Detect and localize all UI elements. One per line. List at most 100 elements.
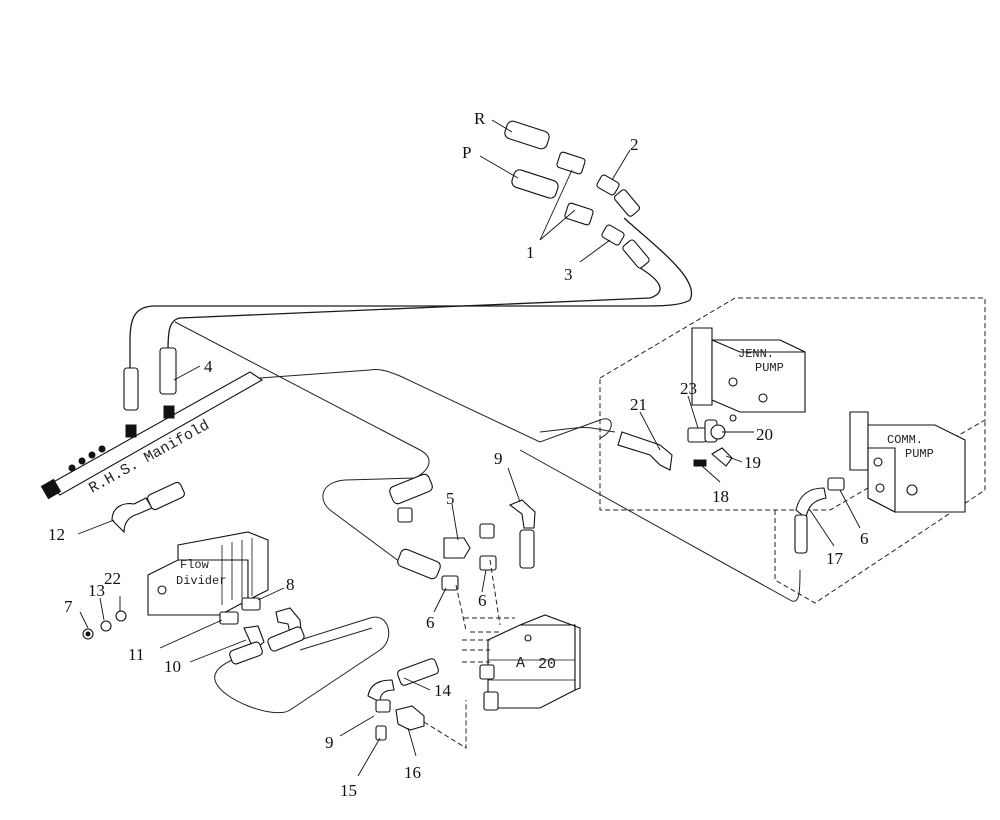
- tee-5-branch: [479, 523, 495, 539]
- leader-21: [639, 411, 661, 451]
- manifold-port-2: [78, 457, 86, 465]
- manifold-end-cap: [40, 478, 62, 500]
- washer-22: [115, 610, 127, 622]
- leader-10: [189, 639, 247, 663]
- control-valve: A 20: [455, 559, 581, 711]
- leader-6c: [839, 489, 861, 529]
- bolt-18: [693, 459, 707, 467]
- comm-pump: COMM. PUMP: [794, 411, 966, 554]
- flow-divider-label-1: Flow: [180, 558, 210, 572]
- leader-23: [687, 395, 699, 429]
- hose-end-12: [147, 481, 185, 511]
- leader-19: [725, 455, 743, 463]
- manifold-hose-end-right: [159, 347, 177, 395]
- fitting-17-hose-end: [794, 514, 808, 554]
- valve-spool-upper: [479, 664, 495, 680]
- fitting-5-adapter: [397, 507, 413, 523]
- valve-label-20: 20: [538, 656, 556, 673]
- hose-routes: [59, 217, 801, 714]
- fitting-21-hose-end: [617, 431, 673, 471]
- fitting-2: [596, 174, 620, 196]
- leader-4: [173, 365, 201, 381]
- jenn-pump-label-2: PUMP: [755, 361, 784, 375]
- callout-22: 22: [104, 569, 121, 588]
- elbow-12: [111, 497, 153, 534]
- tee-16: [395, 705, 425, 731]
- leader-7: [79, 611, 89, 629]
- fitting-23: [687, 427, 707, 443]
- manifold-adapter-left: [125, 424, 137, 438]
- hose-comm-pump: [519, 449, 801, 602]
- fitting-6-right: [479, 555, 497, 571]
- leader-12: [77, 519, 115, 535]
- callout-20: 20: [756, 425, 773, 444]
- hose-end-6: [397, 548, 441, 580]
- jenn-pump-label-1: JENN.: [738, 347, 774, 361]
- valve-sections: [488, 659, 575, 681]
- leader-13: [99, 597, 105, 621]
- hose-lower-loop: [214, 616, 390, 714]
- callout-10: 10: [164, 657, 181, 676]
- fitting-6-left: [441, 575, 459, 591]
- jenn-pump-enclosure: [599, 297, 986, 511]
- callout-16: 16: [404, 763, 421, 782]
- hose-end-9-upper: [519, 529, 535, 569]
- callout-14: 14: [434, 681, 452, 700]
- leader-r: [491, 119, 513, 133]
- callout-1: 1: [526, 243, 535, 262]
- callout-11: 11: [128, 645, 144, 664]
- leader-9a: [507, 467, 521, 503]
- callout-3: 3: [564, 265, 573, 284]
- callout-8: 8: [286, 575, 295, 594]
- callout-numbers: 1 2 3 4 5 6 6 6 7 8 9 9 10 11 12 13 14 1…: [48, 135, 869, 800]
- fitting-17-elbow: [795, 487, 827, 520]
- jenn-pump-flange: [691, 327, 713, 406]
- hose-end-5-upper: [389, 473, 433, 505]
- fitting-2-hose-end: [613, 189, 641, 217]
- coupler-r: [504, 120, 550, 150]
- comm-pump-plate: [867, 447, 896, 513]
- comm-pump-port-3: [906, 484, 918, 496]
- leader-6a: [433, 587, 447, 613]
- jenn-pump-port-1: [728, 377, 738, 387]
- callout-9b: 9: [325, 733, 334, 752]
- valve-side: [519, 614, 581, 691]
- leader-15: [357, 737, 381, 777]
- hose-return-main: [167, 267, 661, 353]
- comm-pump-label-1: COMM.: [887, 433, 923, 447]
- nut-7-hole: [85, 631, 91, 637]
- hose-diagonal-2: [259, 369, 612, 443]
- callout-6b: 6: [478, 591, 487, 610]
- callout-17: 17: [826, 549, 844, 568]
- leader-16: [407, 727, 417, 757]
- manifold-port-4: [98, 445, 106, 453]
- coupler-p: [511, 169, 559, 199]
- hose-end-14: [397, 658, 439, 686]
- leader-9b: [339, 715, 375, 737]
- comm-pump-label-2: PUMP: [905, 447, 934, 461]
- callout-7: 7: [64, 597, 73, 616]
- valve-label-a: A: [516, 655, 525, 672]
- leader-6b: [481, 569, 487, 593]
- hose-jenn-pump: [539, 427, 616, 433]
- coupler-body-lower: [564, 202, 594, 226]
- leader-11: [159, 619, 223, 649]
- callout-19: 19: [744, 453, 761, 472]
- manifold-port-3: [88, 451, 96, 459]
- lower-fittings: [367, 658, 467, 749]
- fitting-9-lower-adapter: [375, 699, 391, 713]
- oring-20b: [729, 414, 737, 422]
- fitting-3: [601, 224, 625, 246]
- callout-leaders: [77, 149, 861, 777]
- valve-connection-lines: [455, 559, 501, 631]
- leader-8: [257, 587, 285, 601]
- leader-3: [579, 239, 611, 263]
- fitting-11: [219, 611, 239, 625]
- valve-top-port: [524, 634, 532, 642]
- jenn-pump: JENN. PUMP: [617, 327, 806, 471]
- comm-pump-enclosure: [774, 420, 986, 604]
- leader-18: [701, 465, 721, 483]
- quick-couplers: R P: [462, 109, 650, 269]
- callout-6a: 6: [426, 613, 435, 632]
